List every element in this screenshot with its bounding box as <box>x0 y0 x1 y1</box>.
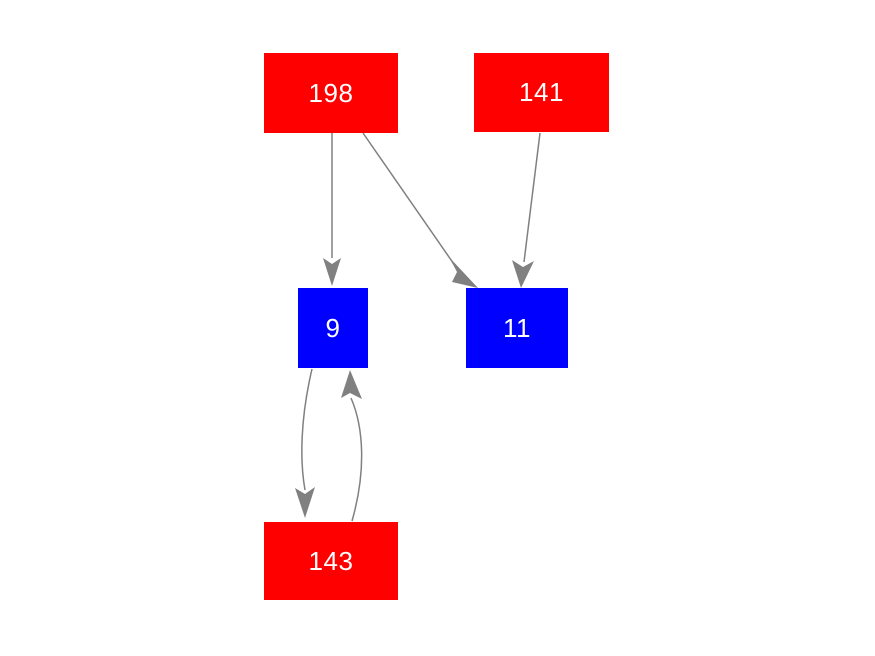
graph-node-11[interactable]: 11 <box>466 288 568 368</box>
node-label: 198 <box>308 77 354 108</box>
edge-9-to-143 <box>295 368 315 518</box>
node-label: 11 <box>503 312 531 343</box>
graph-node-9[interactable]: 9 <box>298 288 368 368</box>
edge-143-to-9 <box>341 370 363 522</box>
graph-node-143[interactable]: 143 <box>264 522 398 600</box>
edge-198-to-11 <box>362 132 478 288</box>
edge-141-to-11 <box>512 132 541 288</box>
node-label: 9 <box>325 312 341 343</box>
node-label: 141 <box>519 77 564 107</box>
edge-198-to-9 <box>323 133 341 286</box>
graph-node-198[interactable]: 198 <box>264 53 398 133</box>
graph-node-141[interactable]: 141 <box>474 53 609 132</box>
node-label: 143 <box>308 545 354 576</box>
